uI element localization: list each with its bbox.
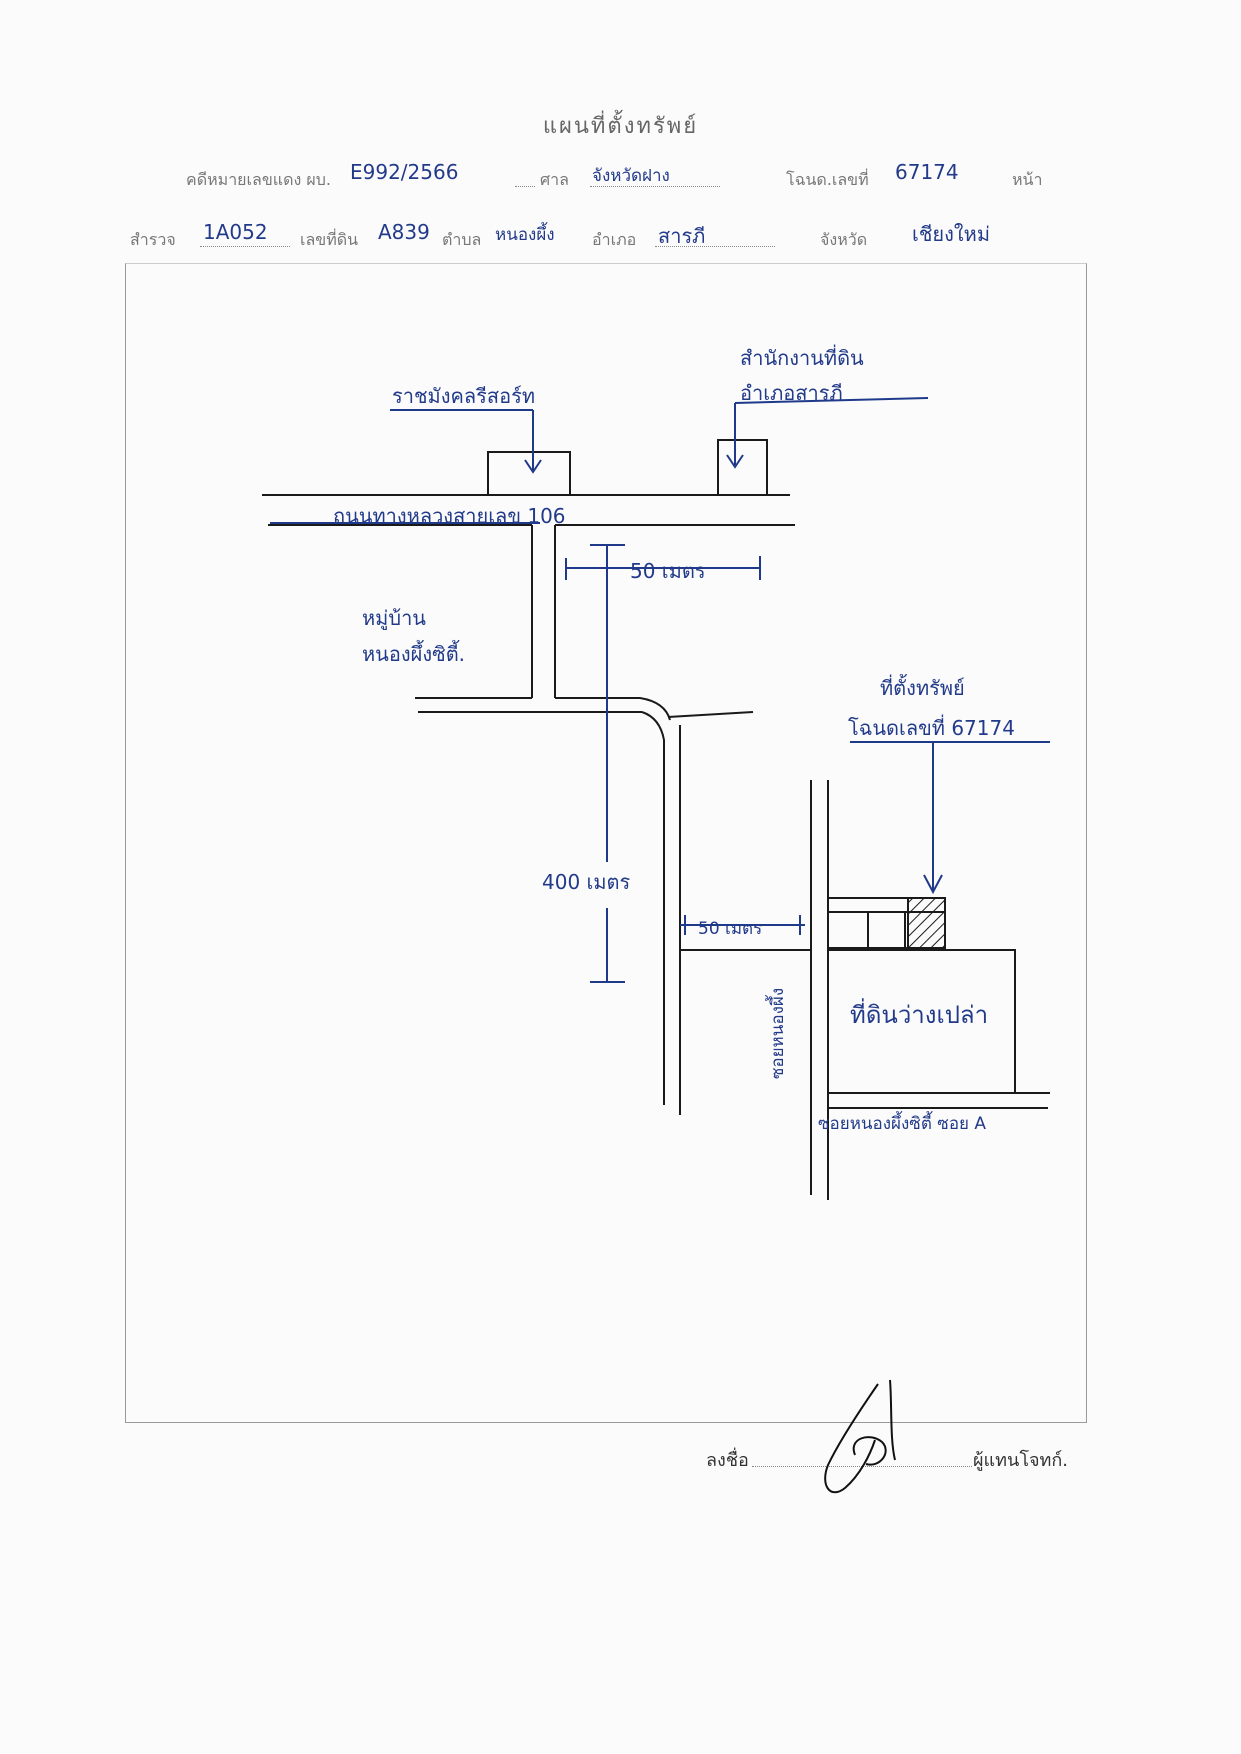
province-value: เชียงใหม่ [912,222,991,246]
resort-building [487,451,571,495]
village-label-line2: หนองผึ้งซิตี้. [362,642,466,666]
land-office-building [717,439,768,495]
page-label: หน้า [1012,170,1043,189]
court-label: ศาล [540,170,569,189]
handwritten-signature [824,1379,896,1494]
subdistrict-value: หนองผึ้ง [495,225,555,245]
survey-value: 1A052 [203,220,268,244]
cross-road-top-right [555,697,671,721]
sign-label: ลงชื่อ [706,1450,749,1471]
main-road-label: ถนนทางหลวงสายเลข 106 [333,504,566,528]
bend-road-left [641,711,665,1105]
village-label-line1: หมู่บ้าน [362,606,426,630]
deed-label: โฉนด.เลขที่ [786,170,869,189]
property-label-line2: โฉนดเลขที่ 67174 [848,716,1015,740]
survey-label: สำรวจ [130,230,176,249]
property-hatched [907,897,946,949]
vacant-land-label: ที่ดินว่างเปล่า [850,1001,989,1029]
district-label: อำเภอ [592,230,637,249]
soi-bottom-label: ซอยหนองผึ้งซิตี้ ซอย A [818,1114,987,1134]
property-label-line1: ที่ตั้งทรัพย์ [880,676,965,700]
map-frame [125,263,1087,1423]
dotted-line [200,246,290,247]
subdistrict-label: ตำบล [442,230,482,249]
distance-bottom-label: 50 เมตร [698,919,763,939]
dotted-line [655,246,775,247]
court-value: จังหวัดฝาง [592,166,670,186]
deed-value: 67174 [895,160,959,184]
dotted-line [590,186,720,187]
landmark-office-label-line1: สำนักงานที่ดิน [740,346,864,370]
landmark-office-label-line2: อำเภอสารภี [740,381,843,405]
case-number-value: E992/2566 [350,160,459,184]
document-title: แผนที่ตั้งทรัพย์ [542,114,699,139]
dotted-line [515,186,535,187]
district-value: สารภี [658,224,706,248]
case-number-label: คดีหมายเลขแดง ผบ. [186,170,331,189]
cross-road-top-far [667,711,754,718]
soi-vertical-label: ซอยหนองผึ้ง [768,987,789,1080]
distance-vertical-label: 400 เมตร [542,870,631,894]
land-number-label: เลขที่ดิน [300,230,359,249]
province-label: จังหวัด [820,230,868,249]
land-number-value: A839 [378,220,430,244]
role-label: ผู้แทนโจทก์. [973,1450,1069,1471]
landmark-right-underline [734,397,929,404]
distance-top-label: 50 เมตร [630,559,706,583]
landmark-resort-label: ราชมังคลรีสอร์ท [392,384,536,408]
